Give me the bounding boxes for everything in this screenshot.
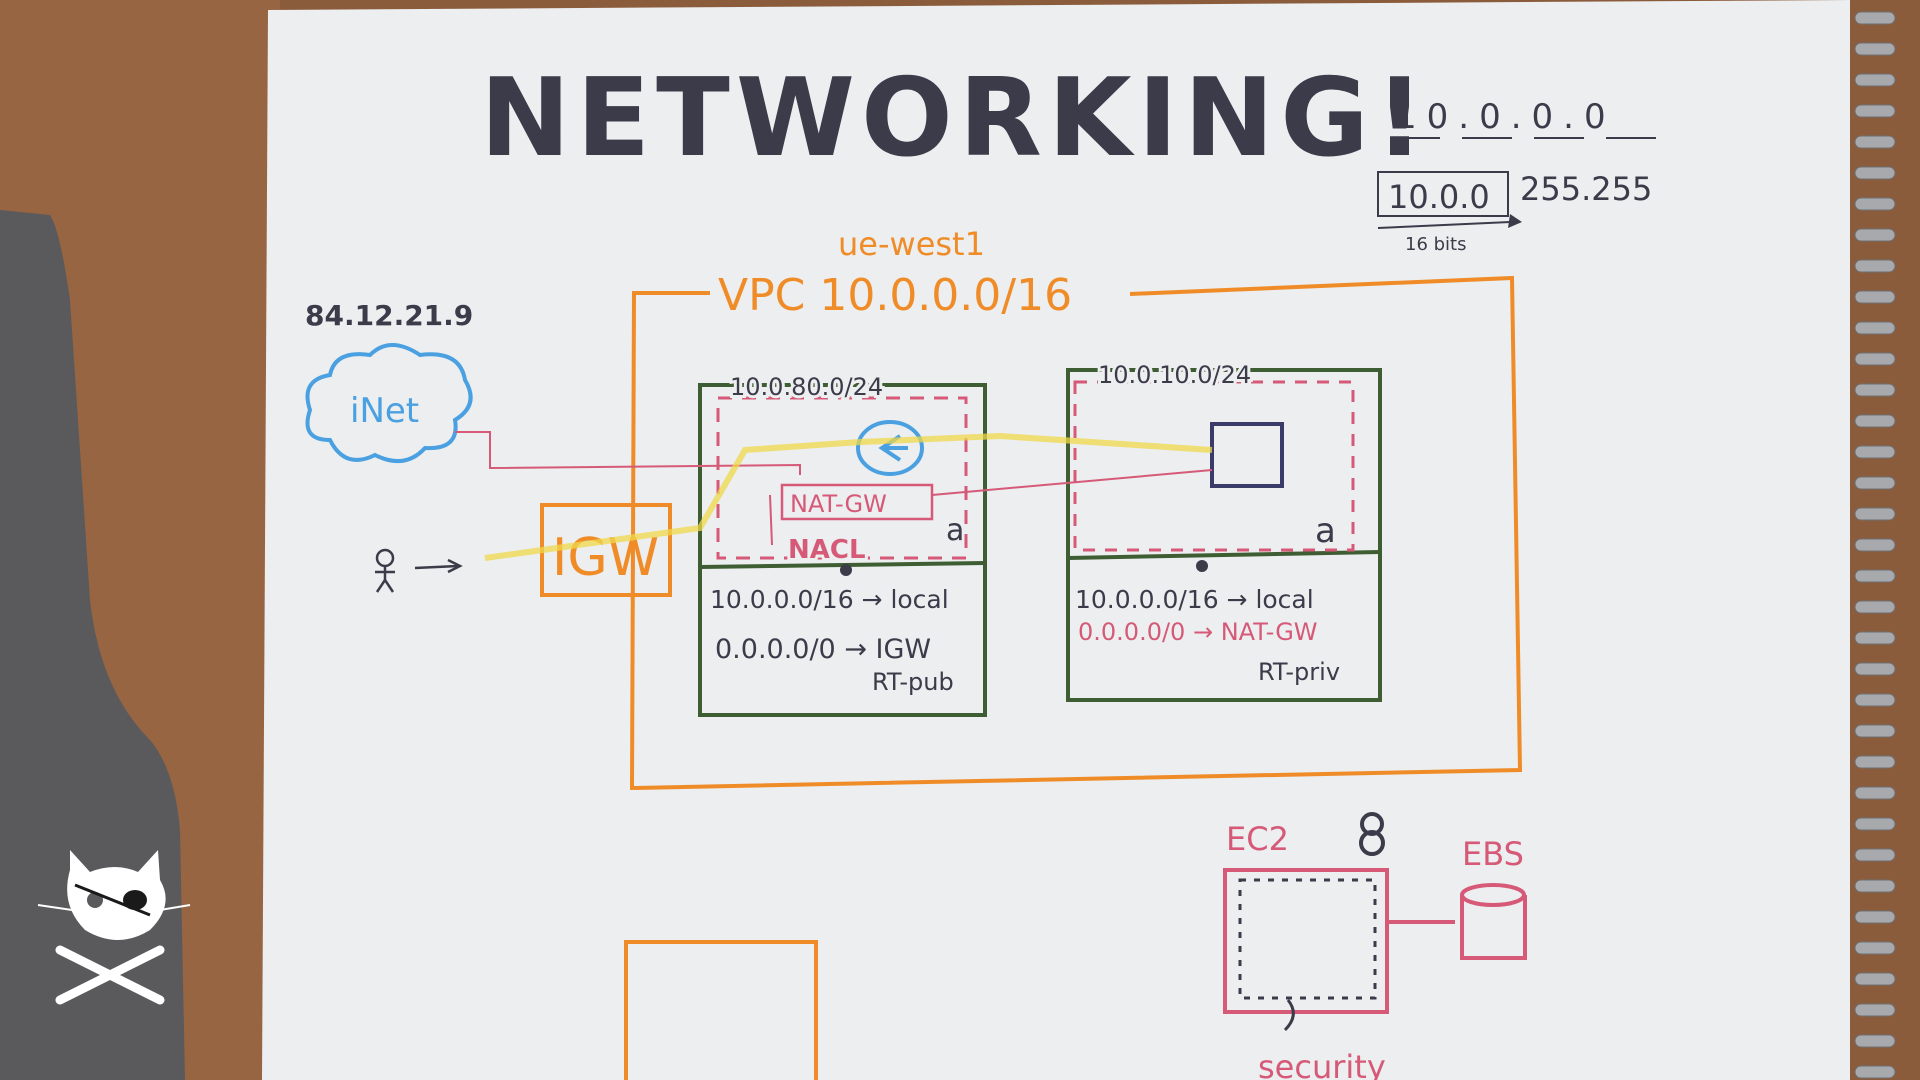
spiral-ring bbox=[1854, 1065, 1896, 1079]
spiral-ring bbox=[1854, 538, 1896, 552]
spiral-ring bbox=[1854, 321, 1896, 335]
user-traffic-path bbox=[484, 432, 1213, 561]
public-subnet-box bbox=[698, 383, 987, 717]
private-route-2: 0.0.0.0/0 → NAT-GW bbox=[1078, 618, 1318, 646]
public-ip-label: 84.12.21.9 bbox=[305, 299, 473, 332]
spiral-ring bbox=[1854, 228, 1896, 242]
spiral-ring bbox=[1854, 631, 1896, 645]
calc-host-part: 255.255 bbox=[1520, 170, 1652, 208]
spiral-ring bbox=[1854, 569, 1896, 583]
public-az-label: a bbox=[946, 513, 964, 548]
spiral-ring bbox=[1854, 786, 1896, 800]
spiral-ring bbox=[1854, 507, 1896, 521]
side-panel bbox=[0, 210, 185, 1080]
spiral-ring bbox=[1854, 600, 1896, 614]
spiral-ring bbox=[1854, 135, 1896, 149]
nat-gateway-box bbox=[780, 483, 934, 521]
notebook-page bbox=[262, 0, 1850, 1080]
public-nacl-boundary bbox=[716, 396, 968, 560]
spiral-ring bbox=[1854, 383, 1896, 397]
security-icon bbox=[1359, 812, 1385, 856]
vpc-boundary bbox=[629, 275, 1523, 791]
spiral-binding bbox=[1854, 11, 1896, 1079]
spiral-ring bbox=[1854, 197, 1896, 211]
spiral-ring bbox=[1854, 290, 1896, 304]
private-instance-icon bbox=[1210, 422, 1284, 488]
spiral-ring bbox=[1854, 1003, 1896, 1017]
spiral-ring bbox=[1854, 476, 1896, 490]
spiral-ring bbox=[1854, 755, 1896, 769]
private-subnet-cidr: 10.0.10.0/24 bbox=[1098, 361, 1251, 389]
calc-prefix: 10.0.0 bbox=[1388, 178, 1490, 216]
spiral-ring bbox=[1854, 817, 1896, 831]
cloud-icon bbox=[305, 343, 473, 464]
private-route-table-name: RT-priv bbox=[1258, 658, 1340, 686]
spiral-ring bbox=[1854, 879, 1896, 893]
spiral-ring bbox=[1854, 848, 1896, 862]
spiral-ring bbox=[1854, 1034, 1896, 1048]
spiral-ring bbox=[1854, 693, 1896, 707]
ec2-instance-icon bbox=[1223, 868, 1389, 1014]
region-label: ue-west1 bbox=[838, 225, 985, 263]
nat-path-down bbox=[769, 494, 773, 546]
spiral-ring bbox=[1854, 42, 1896, 56]
ec2-label: EC2 bbox=[1226, 820, 1289, 858]
nat-gateway-label: NAT-GW bbox=[790, 490, 887, 518]
spiral-ring bbox=[1854, 445, 1896, 459]
public-route-1: 10.0.0.0/16 → local bbox=[710, 585, 949, 614]
nat-egress-path bbox=[931, 469, 1213, 496]
calc-prefix-box bbox=[1377, 171, 1509, 217]
spiral-ring bbox=[1854, 941, 1896, 955]
public-route-table-name: RT-pub bbox=[872, 668, 954, 696]
spiral-ring bbox=[1854, 11, 1896, 25]
private-router-dot bbox=[1196, 560, 1208, 572]
ebs-label: EBS bbox=[1462, 835, 1524, 873]
bottom-orange-box bbox=[624, 940, 818, 1080]
private-subnet-box bbox=[1066, 368, 1382, 702]
spiral-ring bbox=[1854, 166, 1896, 180]
person-icon bbox=[375, 548, 463, 593]
calc-address: 10.0.0.0 bbox=[1395, 97, 1616, 137]
spiral-ring bbox=[1854, 104, 1896, 118]
spiral-ring bbox=[1854, 414, 1896, 428]
page-title: NETWORKING! bbox=[480, 56, 1430, 181]
public-subnet-cidr: 10.0.80.0/24 bbox=[730, 373, 883, 401]
pirate-cat-logo-icon bbox=[37, 850, 191, 1005]
spiral-ring bbox=[1854, 73, 1896, 87]
calc-arrow bbox=[1377, 221, 1511, 229]
spiral-ring bbox=[1854, 724, 1896, 738]
spiral-ring bbox=[1854, 910, 1896, 924]
public-subnet-divider bbox=[699, 561, 986, 569]
cloud-label: iNet bbox=[350, 391, 419, 431]
public-route-2: 0.0.0.0/0 → IGW bbox=[715, 634, 931, 665]
private-az-label: a bbox=[1315, 511, 1336, 551]
spiral-ring bbox=[1854, 259, 1896, 273]
calc-bits-label: 16 bits bbox=[1405, 234, 1467, 255]
spiral-ring bbox=[1854, 972, 1896, 986]
ebs-volume-icon bbox=[1460, 883, 1527, 960]
internet-path bbox=[455, 431, 801, 475]
security-label: security bbox=[1258, 1048, 1386, 1080]
security-pointer bbox=[1283, 999, 1295, 1032]
private-subnet-divider bbox=[1067, 550, 1381, 560]
private-nacl-boundary bbox=[1073, 380, 1355, 552]
spiral-ring bbox=[1854, 352, 1896, 366]
vpc-label: VPC 10.0.0.0/16 bbox=[718, 270, 1072, 321]
public-router-dot bbox=[840, 564, 852, 576]
public-nacl-label: NACL bbox=[788, 535, 866, 565]
subnet-calculation: 10.0.0.0 10.0.0 255.255 16 bits bbox=[1377, 97, 1668, 255]
private-route-1: 10.0.0.0/16 → local bbox=[1075, 585, 1314, 614]
calc-arrowhead bbox=[1508, 214, 1522, 228]
spiral-ring bbox=[1854, 662, 1896, 676]
